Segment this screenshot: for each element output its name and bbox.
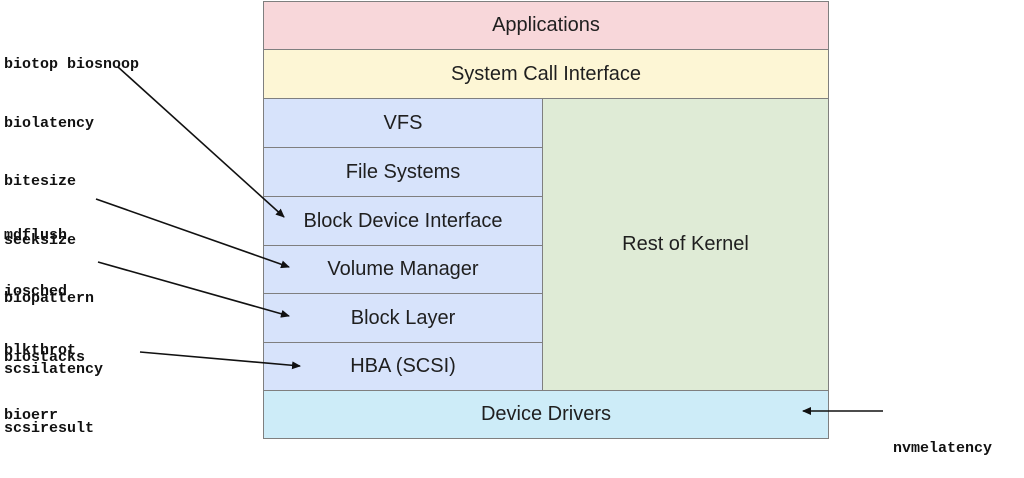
rest-of-kernel-box: Rest of Kernel: [542, 98, 829, 391]
tool-nvmelatency: nvmelatency: [893, 440, 993, 457]
arrow-to-block-layer: [97, 261, 290, 318]
volume-manager-box: Volume Manager: [263, 245, 543, 294]
tool-scsilatency: scsilatency: [4, 361, 104, 378]
tool-group-volume-manager: mdflush: [4, 187, 67, 265]
applications-box: Applications: [263, 1, 829, 50]
tool-biostacks: biostacks: [4, 348, 86, 366]
tool-scsiresult: scsiresult: [4, 419, 95, 437]
tool-mdflush: mdflush: [4, 227, 68, 244]
arrows-layer: [95, 66, 883, 415]
tool-bitesize: bitesize: [4, 173, 77, 190]
tool-iosched: iosched: [4, 283, 68, 300]
arrow-to-block-device-interface: [117, 66, 285, 218]
tool-blkthrot: blkthrot: [4, 341, 77, 359]
system-call-interface-box: System Call Interface: [263, 49, 829, 99]
arrow-to-volume-manager: [95, 198, 290, 269]
block-device-interface-box: Block Device Interface: [263, 196, 543, 246]
device-drivers-box: Device Drivers: [263, 390, 829, 439]
tool-biolatency: biolatency: [4, 114, 95, 132]
block-layer-box: Block Layer: [263, 293, 543, 343]
tool-group-hba: scsilatency scsiresult: [4, 321, 103, 458]
tool-group-block-device: biotop biosnoop biolatency bitesize seek…: [4, 16, 139, 445]
tool-bioerr: bioerr: [4, 407, 59, 424]
tool-group-block-layer: iosched blkthrot: [4, 243, 76, 380]
tool-seeksize: seeksize: [4, 231, 77, 249]
arrow-to-hba: [139, 351, 301, 370]
hba-box: HBA (SCSI): [263, 342, 543, 391]
tool-biopattern: biopattern: [4, 290, 95, 307]
